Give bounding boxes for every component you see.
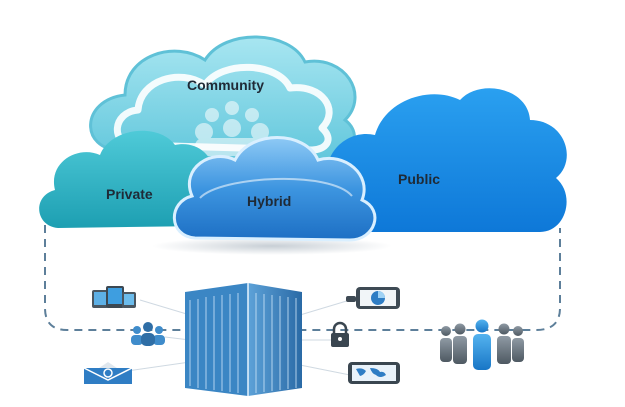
- hybrid-cloud: [172, 136, 377, 242]
- public-cloud: [314, 88, 567, 232]
- community-cloud-label: Community: [187, 77, 264, 93]
- users-group-icon: [131, 322, 165, 346]
- public-cloud-label: Public: [398, 171, 441, 187]
- hybrid-cloud-label: Hybrid: [247, 193, 292, 209]
- tablet-devices-icon: [92, 286, 136, 308]
- lock-icon: [331, 321, 349, 347]
- private-cloud-label: Private: [106, 186, 153, 202]
- community-cloud: [89, 35, 357, 162]
- world-map-icon: [348, 362, 400, 384]
- people-group-icon: [440, 319, 524, 370]
- pie-chart-icon: [346, 287, 400, 309]
- community-people-icon: [195, 101, 270, 156]
- email-icon: [83, 362, 133, 384]
- hybrid-cloud-shadow: [152, 237, 392, 255]
- building-icon: [185, 283, 302, 396]
